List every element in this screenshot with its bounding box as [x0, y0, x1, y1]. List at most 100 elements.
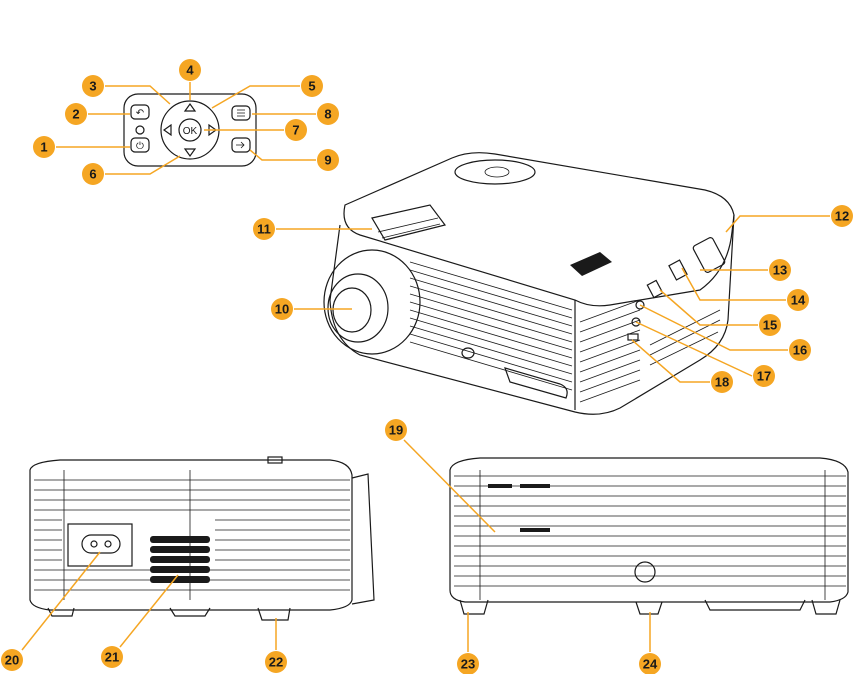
- rear-foot-left: [47, 607, 75, 617]
- callout-number-17: 17: [757, 369, 771, 384]
- rear-vent-lines: [34, 479, 350, 591]
- base-panel: [504, 367, 568, 399]
- leader-line-3: [105, 85, 171, 105]
- callout-number-9: 9: [324, 153, 331, 168]
- callout-badge-8: [317, 103, 339, 125]
- menu-icon: [237, 109, 245, 117]
- vga-port: [692, 237, 726, 273]
- projector-iso-view: [323, 152, 735, 415]
- leader-line-16: [639, 304, 788, 351]
- leader-lines: [21, 82, 830, 652]
- av-port: [635, 300, 645, 310]
- front-vent-slots: [488, 484, 550, 532]
- back-icon: ↶: [136, 108, 144, 119]
- callout-number-16: 16: [793, 343, 807, 358]
- rear-foot-middle: [169, 607, 211, 617]
- leader-line-18: [631, 339, 710, 383]
- callout-number-12: 12: [835, 209, 849, 224]
- lens-glass: [332, 287, 372, 333]
- callout-badge-10: [271, 298, 293, 320]
- sd-slot: [627, 333, 639, 341]
- callout-badge-14: [787, 289, 809, 311]
- projector-body-outline: [329, 214, 735, 415]
- callout-badge-12: [831, 205, 853, 227]
- callout-badge-11: [253, 218, 275, 240]
- top-keypad-center: [484, 166, 510, 178]
- callout-number-11: 11: [257, 222, 271, 237]
- callout-badge-20: [1, 649, 23, 671]
- rear-top-button: [267, 456, 283, 464]
- power-socket: [67, 523, 133, 567]
- power-socket-inner: [81, 534, 121, 554]
- callout-badge-7: [285, 119, 307, 141]
- rear-body-outline: [29, 459, 353, 611]
- projector-rear-view: [29, 456, 375, 621]
- callout-badge-17: [753, 365, 775, 387]
- front-vent-lines: [409, 261, 573, 391]
- callout-badge-18: [711, 371, 733, 393]
- ok-button: [178, 118, 202, 142]
- callout-badge-19: [385, 419, 407, 441]
- power-pin-right: [104, 540, 112, 548]
- callout-badge-3: [82, 75, 104, 97]
- leader-line-20: [21, 551, 101, 651]
- menu-button: [231, 105, 251, 121]
- front-base-plate: [704, 599, 806, 611]
- callout-badge-5: [301, 75, 323, 97]
- lens-barrel: [323, 249, 421, 355]
- front-foot-right: [811, 599, 841, 615]
- callout-number-6: 6: [89, 167, 96, 182]
- callout-badge-1: [33, 136, 55, 158]
- callout-badge-21: [101, 646, 123, 668]
- focus-slider: [371, 204, 447, 241]
- usb-port: [646, 279, 664, 299]
- front-panel-seams: [479, 470, 826, 600]
- callout-badge-6: [82, 163, 104, 185]
- control-panel: ↶ ⏻ OK: [123, 93, 257, 167]
- callout-number-8: 8: [324, 107, 331, 122]
- callout-number-13: 13: [773, 263, 787, 278]
- speaker-grille: [150, 536, 210, 583]
- leader-line-14: [681, 267, 786, 301]
- front-tripod-mount: [634, 561, 656, 583]
- ok-label: OK: [183, 126, 198, 137]
- callout-badge-16: [789, 339, 811, 361]
- rear-foot-right: [257, 607, 291, 621]
- status-led-icon: [135, 125, 145, 135]
- leader-line-15: [659, 289, 758, 326]
- source-icon: [236, 141, 245, 149]
- left-arrow-icon: [162, 123, 172, 137]
- callout-number-18: 18: [715, 375, 729, 390]
- audio-port: [631, 317, 641, 327]
- callout-number-10: 10: [275, 302, 289, 317]
- callout-number-19: 19: [389, 423, 403, 438]
- callout-number-4: 4: [186, 63, 194, 78]
- hdmi-port: [668, 259, 688, 281]
- power-button: [130, 137, 150, 153]
- leader-line-19: [403, 439, 496, 533]
- callout-number-1: 1: [40, 140, 47, 155]
- brand-logo-icon: [570, 252, 612, 276]
- source-button: [231, 137, 251, 153]
- front-foot-left: [459, 599, 489, 615]
- back-button: [130, 104, 150, 120]
- focus-slider-ridges: [377, 217, 441, 239]
- callout-badge-4: [179, 59, 201, 81]
- callout-number-14: 14: [791, 293, 806, 308]
- side-vent-lines: [579, 299, 721, 403]
- projector-top-surface: [343, 152, 735, 307]
- callout-number-23: 23: [461, 657, 475, 672]
- tripod-mount: [461, 347, 475, 359]
- front-foot-middle: [635, 601, 663, 615]
- callout-badge-13: [769, 259, 791, 281]
- callout-badge-23: [457, 653, 479, 674]
- leader-line-21: [119, 574, 179, 648]
- callout-badge-22: [265, 651, 287, 673]
- rear-lens-cap: [351, 473, 375, 605]
- leader-line-5: [211, 85, 300, 109]
- top-keypad: [454, 159, 536, 185]
- leader-line-17: [635, 321, 753, 377]
- callout-number-21: 21: [105, 650, 119, 665]
